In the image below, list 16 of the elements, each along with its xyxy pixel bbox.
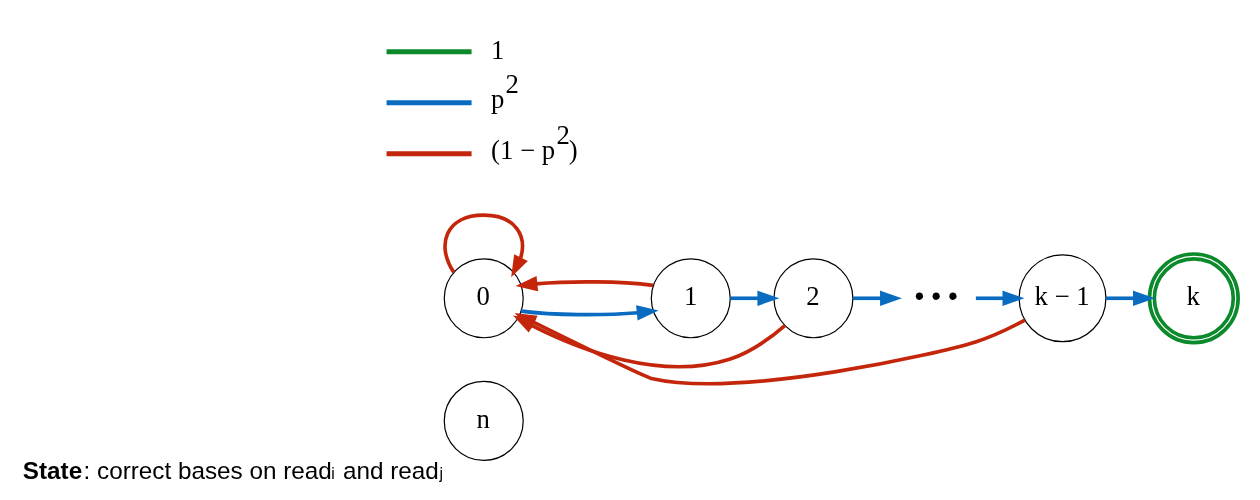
arrow: [442, 213, 528, 278]
node-circle: k: [1147, 252, 1240, 345]
node-circle: k − 1: [1018, 254, 1106, 343]
node-circle: 1: [650, 258, 731, 339]
node-label: State: correct bases on readi and readj: [22, 456, 443, 484]
arrow: [515, 276, 653, 292]
arrow: [852, 290, 902, 306]
node-circle: 0: [443, 258, 524, 339]
arrow: [975, 290, 1024, 306]
arrow: [729, 290, 779, 306]
legend-label: 1: [490, 34, 504, 65]
node-text: • • •: [914, 281, 958, 312]
arrow: [1105, 290, 1155, 306]
node-circle: 2: [772, 258, 853, 339]
node-circle: n: [443, 380, 524, 461]
arrow: [520, 305, 659, 321]
